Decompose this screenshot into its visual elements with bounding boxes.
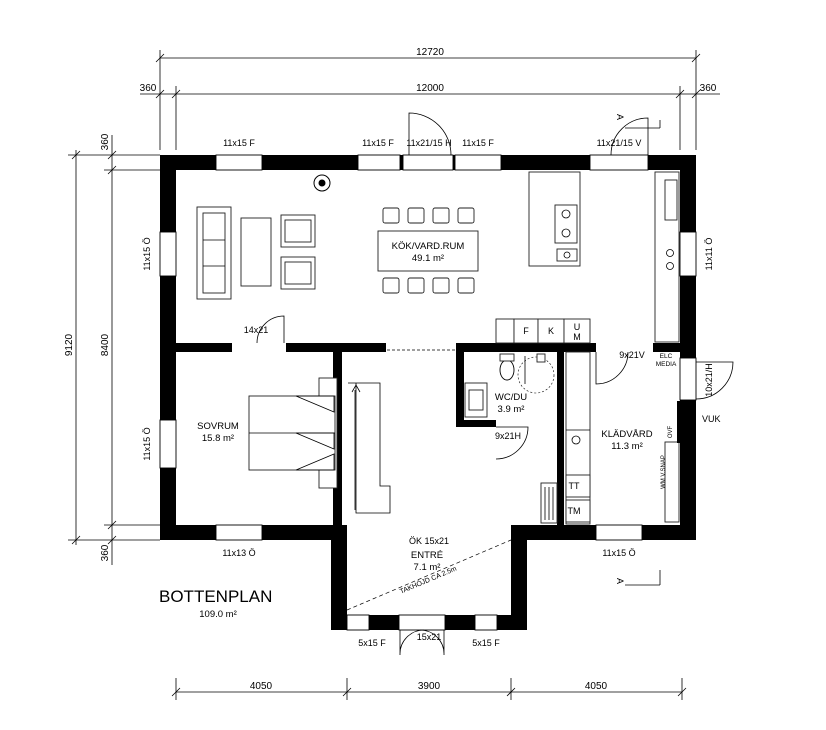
room-kitchen-area: 49.1 m² bbox=[412, 253, 444, 264]
dim-top-left-offset: 360 bbox=[140, 83, 157, 94]
room-entry-area: 7.1 m² bbox=[414, 562, 441, 573]
window-left-lower: 11x15 Ö bbox=[142, 427, 152, 460]
room-bedroom-name: SOVRUM bbox=[197, 421, 239, 432]
interior-walls bbox=[176, 343, 680, 525]
stove-icon bbox=[313, 174, 331, 192]
door-living-bedroom: 14x21 bbox=[244, 325, 269, 335]
appliance-f-label: F bbox=[523, 326, 529, 336]
appliance-u-label: U bbox=[574, 322, 581, 332]
room-wc-area: 3.9 m² bbox=[498, 404, 525, 415]
door-front: 15x21 bbox=[417, 632, 442, 642]
door-side: 10x21/H bbox=[704, 363, 714, 397]
label-elc: ELC bbox=[660, 353, 673, 360]
hall-storage bbox=[348, 382, 391, 514]
door-ok: ÖK 15x21 bbox=[409, 536, 449, 546]
plan-area: 109.0 m² bbox=[199, 609, 237, 620]
dim-bottom-3: 4050 bbox=[585, 681, 608, 692]
window-bottom-right: 11x15 Ö bbox=[602, 548, 635, 558]
dining-table bbox=[377, 230, 479, 272]
dim-left-top-offset: 360 bbox=[100, 133, 111, 150]
wc-fixtures bbox=[464, 353, 555, 418]
section-marker-bottom bbox=[625, 570, 661, 586]
kitchen-island bbox=[528, 171, 581, 267]
label-ovf: OVF bbox=[668, 426, 674, 439]
window-entry-right: 5x15 F bbox=[472, 638, 500, 648]
closet-fixtures bbox=[540, 351, 691, 525]
window-left-upper: 11x15 Ö bbox=[142, 237, 152, 270]
window-bottom-left: 11x13 Ö bbox=[222, 548, 255, 558]
appliance-row bbox=[495, 318, 591, 344]
sofa bbox=[196, 206, 232, 300]
double-bed bbox=[248, 377, 338, 489]
appliance-m-label: M bbox=[573, 332, 581, 342]
wall-counter bbox=[654, 171, 680, 343]
section-marker-top-label: A bbox=[615, 114, 625, 120]
windows bbox=[159, 154, 697, 631]
door-swings bbox=[256, 112, 734, 656]
window-top-3: 11x15 F bbox=[462, 138, 494, 148]
section-marker-bottom-label: A bbox=[615, 578, 625, 584]
window-top-2: 11x15 F bbox=[362, 138, 394, 148]
window-entry-left: 5x15 F bbox=[358, 638, 386, 648]
label-vuk: VUK bbox=[702, 414, 721, 424]
label-tt: TT bbox=[569, 481, 580, 491]
section-marker-top bbox=[625, 120, 661, 129]
door-hall-closet: 9x21V bbox=[619, 350, 645, 360]
dining-chairs bbox=[382, 207, 475, 294]
label-tm: TM bbox=[568, 506, 581, 516]
dim-top-right-offset: 360 bbox=[700, 83, 717, 94]
appliance-k-label: K bbox=[548, 326, 554, 336]
dim-left-total: 9120 bbox=[64, 333, 75, 356]
dim-bottom-2: 3900 bbox=[418, 681, 441, 692]
dim-left-inner: 8400 bbox=[100, 333, 111, 356]
coffee-table bbox=[240, 217, 272, 287]
plan-title: BOTTENPLAN bbox=[159, 587, 272, 606]
dim-top-total: 12720 bbox=[416, 47, 444, 58]
room-wc-name: WC/DU bbox=[495, 392, 527, 403]
dim-bottom-1: 4050 bbox=[250, 681, 273, 692]
room-kitchen-name: KÖK/VARD.RUM bbox=[392, 241, 465, 252]
window-top-door: 11x21/15 H bbox=[406, 138, 451, 148]
room-bedroom-area: 15.8 m² bbox=[202, 433, 234, 444]
armchair-upper bbox=[280, 214, 316, 248]
label-wm-vsnap: WM V.SNAP bbox=[661, 455, 667, 489]
dim-top-inner: 12000 bbox=[416, 83, 444, 94]
room-closet-name: KLÄDVÅRD bbox=[601, 429, 652, 440]
window-top-right-door: 11x21/15 V bbox=[597, 138, 642, 148]
door-wc: 9x21H bbox=[495, 431, 521, 441]
armchair-lower bbox=[280, 256, 316, 290]
room-closet-area: 11.3 m² bbox=[611, 441, 643, 452]
window-top-1: 11x15 F bbox=[223, 138, 255, 148]
window-right-upper: 11x11 Ö bbox=[704, 238, 714, 271]
dim-left-bottom-offset: 360 bbox=[100, 544, 111, 561]
room-entry-name: ENTRÉ bbox=[411, 550, 443, 561]
label-media: MEDIA bbox=[656, 361, 677, 368]
dimension-lines bbox=[68, 50, 720, 700]
